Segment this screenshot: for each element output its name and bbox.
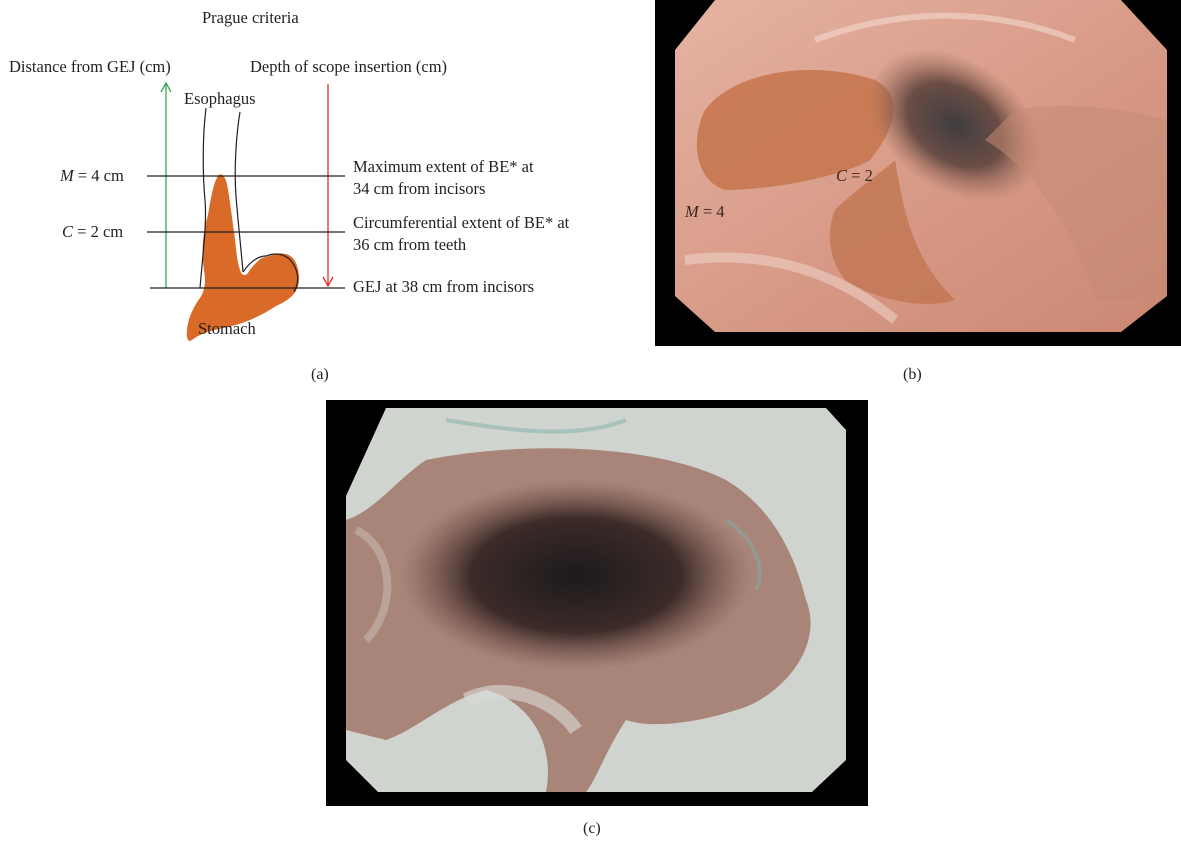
circ-extent-annotation-line1: Circumferential extent of BE* at [353, 213, 569, 233]
m-variable: M [60, 166, 74, 185]
circ-extent-annotation-line2: 36 cm from teeth [353, 235, 466, 255]
depth-arrow [323, 84, 333, 286]
panel-a-label: (a) [311, 366, 329, 384]
panel-b-m-label: M = 4 [685, 202, 725, 222]
panel-b-c-value: = 2 [847, 166, 873, 185]
gej-annotation: GEJ at 38 cm from incisors [353, 277, 534, 297]
panel-c-label: (c) [583, 820, 601, 838]
panel-b-label: (b) [903, 366, 922, 384]
c-value: = 2 cm [73, 222, 123, 241]
panel-c-endoscopy-image [326, 400, 868, 806]
barrett-tissue-shape [187, 174, 299, 340]
panel-a: Prague criteria Distance from GEJ (cm) D… [0, 0, 640, 360]
distance-arrow [161, 83, 171, 288]
m-value-label: M = 4 cm [60, 166, 124, 186]
stomach-label: Stomach [198, 319, 256, 339]
panel-b-m-variable: M [685, 202, 699, 221]
m-value: = 4 cm [74, 166, 124, 185]
max-extent-annotation-line1: Maximum extent of BE* at [353, 157, 534, 177]
panel-b-c-label: C = 2 [836, 166, 873, 186]
c-variable: C [62, 222, 73, 241]
esophagus-wall-right [235, 112, 243, 272]
panel-b-c-variable: C [836, 166, 847, 185]
esophagus-label: Esophagus [184, 89, 256, 109]
panel-b-endoscopy-image [655, 0, 1181, 346]
c-value-label: C = 2 cm [62, 222, 123, 242]
panel-b-m-value: = 4 [699, 202, 725, 221]
max-extent-annotation-line2: 34 cm from incisors [353, 179, 485, 199]
